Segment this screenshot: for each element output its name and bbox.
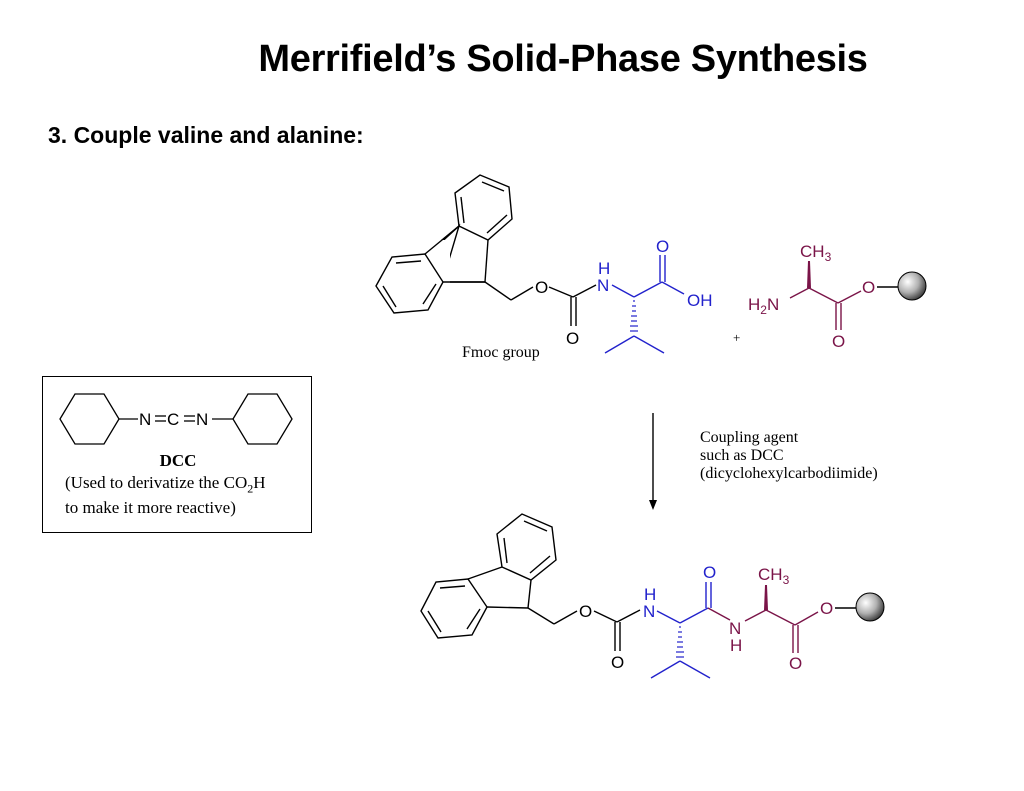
product-o-carbonyl-ala: O [789,654,802,673]
alanine-bonds [789,287,862,330]
dcc-note-line-1: (Used to derivatize the CO2H [65,473,266,496]
product-alanine-bonds [744,609,819,653]
atom-o-acid: O [656,237,669,256]
product-resin-bead-icon [855,592,885,622]
product-h-valine: H [644,585,656,604]
plus-sign: + [733,330,740,345]
condition-line-1: Coupling agent [700,429,799,446]
dcc-info-box: DCC (Used to derivatize the CO2H to make… [42,376,312,533]
product-valine-bonds [650,582,712,679]
product-o-ester-ala: O [820,599,833,618]
product-fmoc-bonds [420,513,641,651]
coupling-conditions: Coupling agent such as DCC (dicyclohexyl… [700,429,878,483]
valine-hashed-wedge [630,300,638,332]
product-o-amide: O [703,563,716,582]
product-h-amide: H [730,636,742,655]
dcc-note: (Used to derivatize the CO2H to make it … [65,473,266,518]
condition-line-3: (dicyclohexylcarbodiimide) [700,465,878,482]
product-o-ester: O [579,602,592,621]
product-valine-hashed-wedge [676,626,684,658]
dcc-note-line-2: to make it more reactive) [65,498,236,518]
product-n-amide: N [729,619,741,638]
valine-bonds [604,255,685,354]
fmoc-lower-ring [375,225,485,314]
dcc-n1: N [139,410,151,429]
atom-o-ester-ala: O [862,278,875,297]
dcc-n2: N [196,410,208,429]
atom-h2n: H2N [748,295,779,317]
product-n-valine: N [643,602,655,621]
dcc-c: C [167,410,179,429]
fmoc-group-caption: Fmoc group [462,344,540,361]
resin-bead-icon [897,271,927,301]
atom-h-valine: H [598,259,610,278]
atom-o-carbonyl: O [566,329,579,348]
amide-bond [707,607,731,621]
slide-title: Merrifield’s Solid-Phase Synthesis [258,38,868,80]
atom-o-ester: O [535,278,548,297]
product-ch3: CH3 [758,565,790,587]
atom-n-valine: N [597,276,609,295]
atom-oh: OH [687,291,713,310]
atom-o-carbonyl-ala: O [832,332,845,351]
alanine-wedge [807,261,811,288]
product-alanine-wedge [764,585,768,610]
step-heading: 3. Couple valine and alanine: [48,122,364,148]
arrow-head-icon [649,500,657,510]
condition-line-2: such as DCC [700,447,784,464]
dcc-name: DCC [159,451,197,470]
product-o-carbonyl: O [611,653,624,672]
atom-ch3: CH3 [800,242,832,264]
dcc-structure [59,393,293,445]
